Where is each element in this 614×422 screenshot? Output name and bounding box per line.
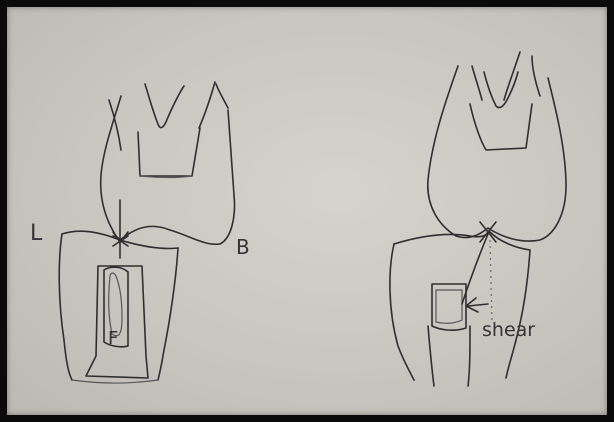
right-lower-tooth [390, 222, 530, 386]
sketch-drawing: L B F [7, 7, 607, 415]
force-label: F [108, 328, 118, 349]
right-upper-tooth [428, 52, 566, 241]
lingual-label: L [30, 221, 43, 246]
buccal-label: B [236, 235, 250, 259]
shear-label: shear [482, 319, 535, 341]
